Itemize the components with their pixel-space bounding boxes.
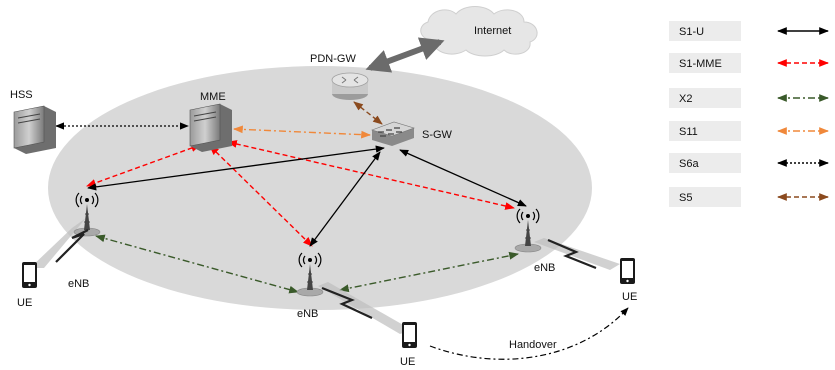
enb-right-tower-icon	[514, 208, 542, 253]
legend-label: S11	[679, 126, 698, 138]
legend-label: S5	[679, 192, 692, 204]
ue-left-label: UE	[17, 297, 32, 309]
x2-link-left	[95, 234, 299, 294]
legend-item: S1-U	[669, 21, 829, 41]
legend-label-box	[669, 153, 741, 173]
hss-label: HSS	[10, 89, 33, 101]
ue-center-label: UE	[400, 356, 415, 368]
internet-cloud: Internet	[420, 6, 538, 57]
legend-item: X2	[669, 88, 829, 108]
s5-link	[353, 101, 383, 125]
beam-right	[534, 238, 620, 270]
handover-label: Handover	[509, 339, 557, 351]
legend-label: S1-MME	[679, 58, 722, 70]
enb-right-label: eNB	[534, 262, 555, 274]
switch-icon	[371, 121, 415, 146]
legend-label-box	[669, 21, 741, 41]
network-area	[48, 66, 592, 310]
pdn-internet-link	[365, 37, 445, 73]
ue-center-phone-icon	[402, 322, 417, 348]
lightning-center-icon	[321, 286, 373, 319]
pdn-gw-label: PDN-GW	[310, 53, 356, 65]
legend-item: S11	[669, 121, 829, 141]
legend-label: S6a	[679, 158, 699, 170]
legend-label-box	[669, 121, 741, 141]
ue-right-phone-icon	[620, 258, 635, 284]
enb-center-label: eNB	[297, 308, 318, 320]
legend-item: S6a	[669, 153, 829, 173]
enb-left-label: eNB	[68, 278, 89, 290]
legend-item: S5	[669, 187, 829, 207]
lightning-right-icon	[547, 238, 597, 270]
s-gw-label: S-GW	[422, 129, 453, 141]
legend-label-box	[669, 88, 741, 108]
internet-label: Internet	[474, 25, 511, 37]
ue-left-phone-icon	[22, 262, 37, 288]
legend-label: X2	[679, 93, 692, 105]
beam-left	[30, 218, 86, 268]
enb-center-tower-icon	[296, 252, 324, 297]
x2-link-right	[339, 251, 519, 293]
mme-server-icon	[189, 103, 232, 152]
mme-label: MME	[200, 91, 226, 103]
legend-label: S1-U	[679, 26, 704, 38]
router-icon	[331, 72, 369, 100]
lightning-left-icon	[55, 229, 89, 263]
s1-u-link-center	[309, 151, 381, 247]
legend-label-box	[669, 53, 741, 73]
s1-u-link-right	[399, 149, 527, 207]
legend-label-box	[669, 187, 741, 207]
hss-server-icon	[13, 105, 56, 154]
handover-path	[429, 307, 629, 360]
legend-item: S1-MME	[669, 53, 829, 73]
ue-right-label: UE	[622, 291, 637, 303]
